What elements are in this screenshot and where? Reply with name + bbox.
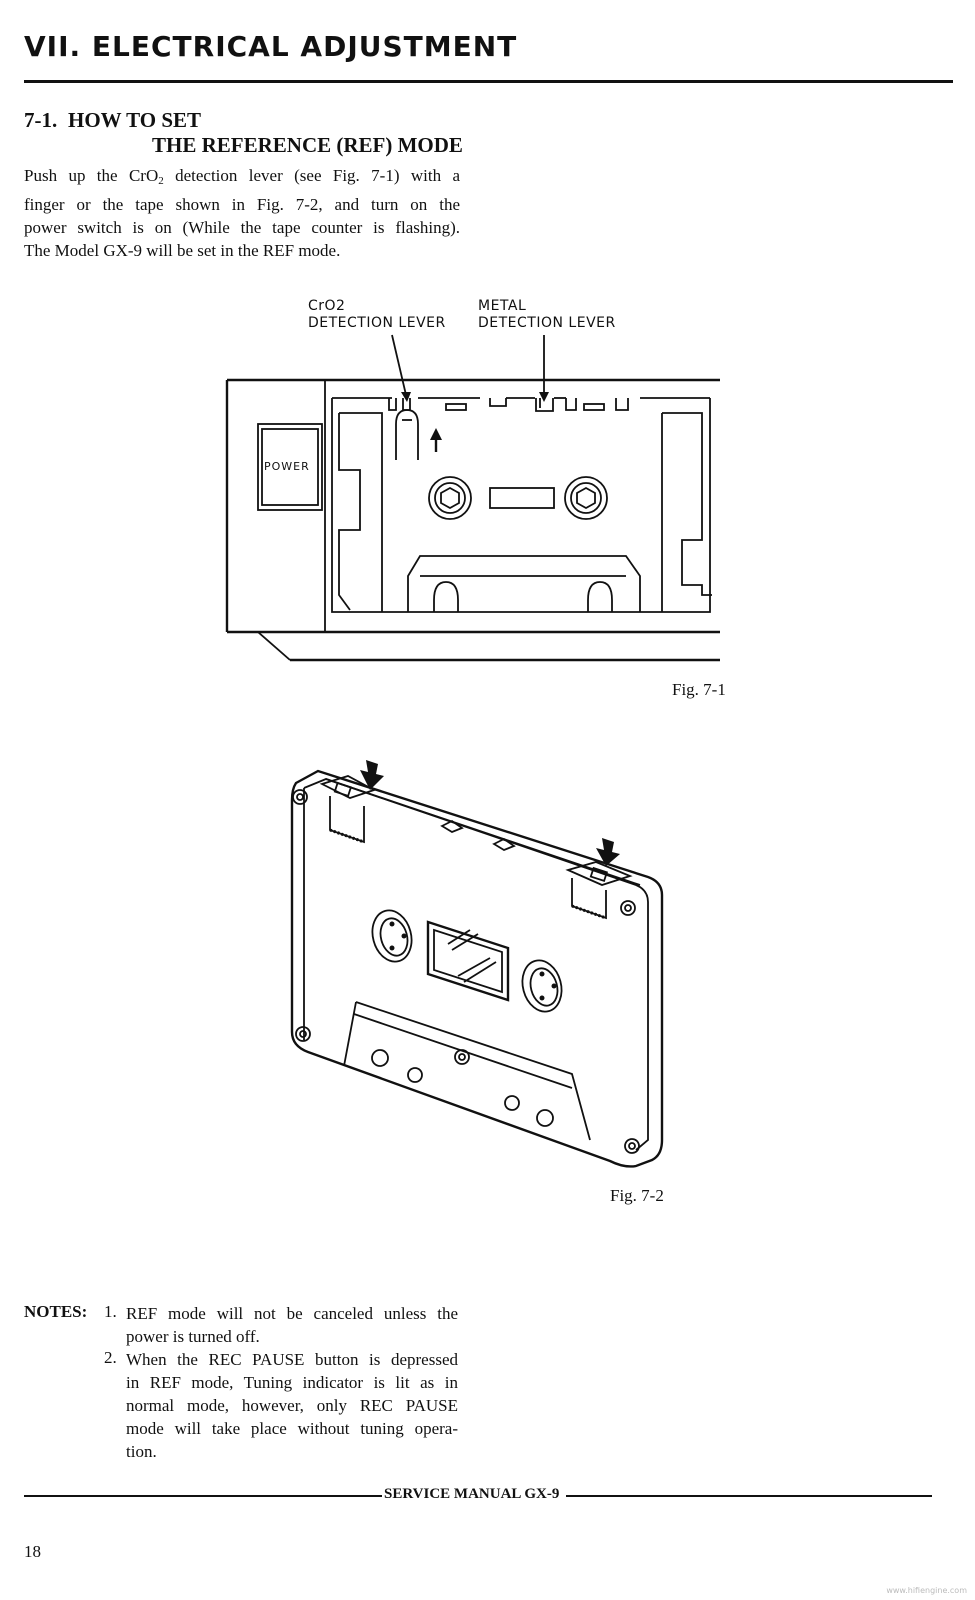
watermark: www.hifiengine.com — [886, 1586, 967, 1595]
body-line-2: finger or the tape shown in Fig. 7-2, an… — [24, 195, 460, 214]
note-number: 2. — [104, 1348, 117, 1367]
note-1: REF mode will not be canceled unless the… — [126, 1302, 458, 1348]
note-line: tion. — [126, 1442, 157, 1461]
notes-heading: NOTES: — [24, 1302, 88, 1321]
note-line: When the REC PAUSE button is depressed — [126, 1350, 458, 1369]
footer-rule-right — [566, 1495, 932, 1497]
note-line: power is turned off. — [126, 1327, 260, 1346]
metal-label-line1: METAL — [478, 298, 527, 314]
body-line-4: The Model GX-9 will be set in the REF mo… — [24, 241, 341, 260]
body-text-segment: detection lever (see Fig. 7-1) with a — [163, 166, 460, 185]
header-rule — [24, 80, 953, 83]
section-title-line2: THE REFERENCE (REF) MODE — [152, 133, 463, 157]
note-line: normal mode, however, only REC PAUSE — [126, 1396, 458, 1415]
figure2-caption: Fig. 7-2 — [610, 1186, 664, 1205]
footer-rule-left — [24, 1495, 384, 1497]
metal-label-line2: DETECTION LEVER — [478, 315, 616, 331]
note-line: in REF mode, Tuning indicator is lit as … — [126, 1373, 458, 1392]
section-body: Push up the CrO2 detection lever (see Fi… — [24, 164, 460, 262]
body-line-3: power switch is on (While the tape count… — [24, 218, 460, 237]
footer-manual-title: SERVICE MANUAL GX-9 — [382, 1486, 562, 1503]
subscript: 2 — [158, 175, 164, 187]
note-number: 1. — [104, 1302, 117, 1321]
section-number: 7-1. — [24, 108, 58, 132]
chapter-title: VII. ELECTRICAL ADJUSTMENT — [24, 30, 518, 63]
note-line: mode will take place without tuning oper… — [126, 1419, 458, 1438]
cassette-tape-diagram — [290, 760, 664, 1168]
figure1-caption: Fig. 7-1 — [672, 680, 726, 699]
note-2: When the REC PAUSE button is depressed i… — [126, 1348, 458, 1463]
body-line-1: Push up the CrO2 detection lever (see Fi… — [24, 164, 460, 193]
cro2-label-line2: DETECTION LEVER — [308, 315, 446, 331]
note-line: REF mode will not be canceled unless the — [126, 1304, 458, 1323]
body-text-segment: Push up the CrO — [24, 166, 159, 185]
page-number: 18 — [24, 1542, 41, 1561]
cro2-label-line1: CrO2 — [308, 298, 346, 314]
power-button-label: POWER — [264, 460, 310, 473]
section-title-line1: HOW TO SET — [68, 108, 202, 132]
